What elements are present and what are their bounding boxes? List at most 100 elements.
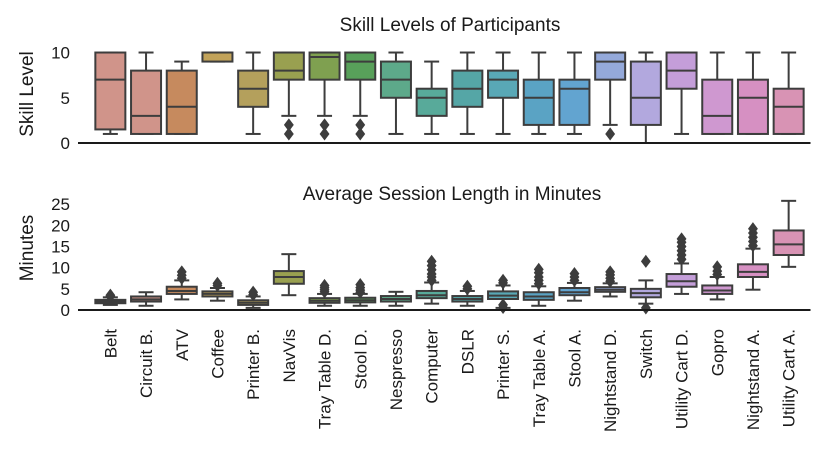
session-length-y-tick-label: 0 — [61, 301, 70, 320]
skill-level-box-11 — [487, 51, 520, 135]
session-length-box-17 — [701, 260, 734, 301]
x-tick-label: ATV — [173, 328, 192, 360]
skill-level-box-4 — [237, 51, 270, 135]
skill-level-box-3 — [201, 51, 234, 63]
outlier-point — [605, 127, 616, 141]
outlier-point — [319, 278, 330, 293]
skill-level-panel: Skill Levels of Participants Skill Level… — [17, 15, 811, 153]
box-iqr — [130, 69, 163, 135]
skill-level-title: Skill Levels of Participants — [340, 15, 561, 36]
session-length-y-tick-label: 25 — [51, 195, 70, 214]
outlier-point — [283, 127, 294, 141]
x-tick-label: Nightstand D. — [601, 329, 620, 432]
session-length-box-0 — [94, 288, 127, 306]
skill-level-box-6 — [308, 51, 341, 141]
session-length-box-7 — [344, 278, 377, 307]
skill-level-box-13 — [558, 51, 591, 135]
box-iqr — [165, 69, 198, 135]
outlier-point — [533, 262, 544, 276]
session-length-y-tick-label: 15 — [51, 238, 70, 257]
outlier-point — [212, 276, 223, 290]
x-tick-label: Circuit B. — [137, 329, 156, 398]
session-length-box-16 — [665, 232, 698, 295]
box-iqr — [772, 229, 805, 256]
session-length-box-9 — [415, 254, 448, 305]
skill-level-box-2 — [165, 60, 198, 135]
skill-level-box-10 — [451, 51, 484, 135]
session-length-box-5 — [272, 253, 305, 297]
outlier-point — [355, 127, 366, 141]
skill-level-box-5 — [272, 51, 305, 141]
outlier-point — [355, 278, 366, 292]
outlier-point — [640, 254, 651, 268]
skill-level-box-17 — [701, 51, 734, 135]
session-length-box-18 — [736, 222, 769, 291]
skill-level-box-1 — [130, 51, 163, 135]
skill-level-box-8 — [379, 51, 412, 135]
session-length-box-1 — [130, 291, 163, 307]
x-tick-label: Nightstand A. — [744, 329, 763, 430]
x-tick-label: Utility Cart D. — [673, 329, 692, 429]
skill-level-y-tick-label: 10 — [51, 44, 70, 63]
session-length-y-tick-label: 5 — [61, 280, 70, 299]
session-length-box-2 — [165, 265, 198, 301]
box-iqr — [522, 78, 555, 126]
outlier-point — [498, 273, 508, 287]
x-tick-label: DSLR — [458, 329, 477, 374]
skill-level-box-14 — [594, 51, 627, 141]
x-tick-label: Stool D. — [351, 329, 370, 389]
outlier-point — [605, 265, 616, 279]
outlier-point — [319, 127, 330, 141]
skill-level-box-15 — [629, 51, 662, 144]
box-iqr — [629, 60, 662, 126]
x-tick-label: Gopro — [708, 329, 727, 376]
session-length-box-4 — [237, 285, 270, 309]
outlier-point — [712, 260, 723, 274]
box-iqr — [594, 51, 627, 81]
skill-level-y-axis-label: Skill Level — [17, 51, 38, 137]
session-length-box-13 — [558, 267, 591, 302]
outlier-point — [748, 222, 758, 236]
skill-level-box-9 — [415, 60, 448, 135]
x-tick-label: Switch — [637, 329, 656, 379]
session-length-box-10 — [451, 279, 484, 307]
session-length-y-tick-label: 20 — [51, 216, 70, 235]
x-tick-label: Coffee — [208, 329, 227, 379]
box-iqr — [736, 263, 769, 278]
outlier-point — [676, 232, 687, 246]
skill-level-y-tick-label: 0 — [61, 134, 70, 153]
x-tick-label: NavVis — [280, 329, 299, 383]
outlier-point — [462, 279, 473, 293]
session-length-box-19 — [772, 199, 805, 268]
session-length-box-12 — [522, 262, 555, 307]
box-iqr — [344, 51, 377, 81]
session-length-title: Average Session Length in Minutes — [303, 184, 602, 205]
session-length-box-3 — [201, 276, 234, 302]
skill-level-box-16 — [665, 51, 698, 135]
x-tick-label: Tray Table A. — [530, 329, 549, 427]
outlier-point — [248, 285, 259, 299]
x-tick-label: Belt — [101, 329, 120, 359]
session-length-y-tick-label: 10 — [51, 259, 70, 278]
outlier-point — [105, 289, 116, 304]
session-length-y-axis-label: Minutes — [17, 215, 38, 282]
box-iqr — [487, 69, 520, 99]
skill-level-box-12 — [522, 51, 555, 135]
skill-level-box-18 — [736, 51, 769, 135]
outlier-point — [176, 265, 187, 279]
box-iqr — [201, 51, 234, 63]
x-tick-label: Nespresso — [387, 329, 406, 410]
session-length-box-14 — [594, 265, 627, 298]
session-length-panel: Average Session Length in Minutes Minute… — [17, 184, 811, 320]
box-iqr — [736, 78, 769, 135]
session-length-box-8 — [379, 290, 412, 307]
skill-level-box-19 — [772, 51, 805, 135]
box-iqr — [94, 51, 127, 131]
skill-level-box-0 — [94, 51, 127, 135]
box-iqr — [558, 78, 591, 126]
session-length-box-6 — [308, 278, 341, 307]
x-tick-label: Stool A. — [565, 329, 584, 388]
